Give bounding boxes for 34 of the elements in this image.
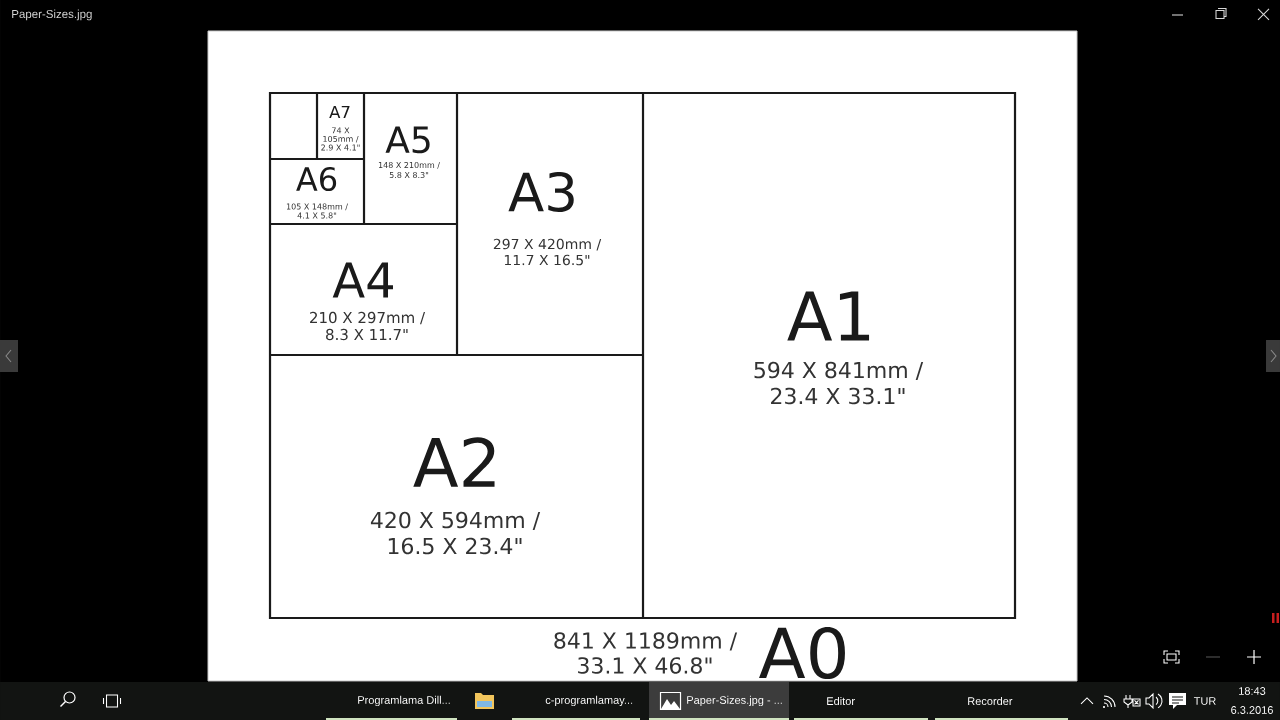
- paper-sheet: [268, 91, 1017, 680]
- paper-sheet: [643, 93, 1015, 618]
- paper-sheet: [457, 93, 644, 355]
- size-dimensions: 148 X 210mm / 5.8 X 8.3": [378, 161, 440, 178]
- size-dimensions: 105 X 148mm / 4.1 X 5.8": [286, 203, 348, 219]
- clock-time: 18:43: [1239, 687, 1266, 695]
- taskbar-label: Recorder: [968, 696, 1013, 706]
- size-name: A3: [508, 171, 574, 213]
- window-title: Paper-Sizes.jpg: [12, 9, 92, 21]
- size-name: A2: [413, 437, 495, 487]
- clock-date: 6.3.2016: [1231, 706, 1273, 714]
- language-label: TUR: [1193, 697, 1216, 705]
- taskbar-label: Programlama Dill...: [358, 695, 450, 707]
- size-dimensions: 297 X 420mm / 11.7 X 16.5": [493, 238, 602, 266]
- taskbar-label: Editor: [827, 696, 855, 706]
- size-name: A1: [787, 291, 870, 341]
- size-dimensions: 841 X 1189mm / 33.1 X 46.8": [554, 632, 738, 674]
- size-dimensions: 594 X 841mm / 23.4 X 33.1": [754, 361, 924, 405]
- paper-sheet: [270, 159, 364, 224]
- taskbar-button: Paper-Sizes.jpg - ...: [649, 682, 789, 718]
- paper-sheet: [317, 93, 364, 159]
- paper-sheet: [270, 224, 458, 355]
- taskbar-label: c-programlamay...: [545, 695, 633, 707]
- size-dimensions: 74 X 105mm / 2.9 X 4.1": [321, 127, 360, 151]
- paper-sheet: [364, 93, 458, 224]
- paper-sheet: [270, 355, 643, 618]
- size-name: A5: [385, 126, 430, 154]
- size-name: A6: [296, 166, 337, 192]
- size-dimensions: 420 X 594mm / 16.5 X 23.4": [370, 511, 541, 555]
- size-dimensions: 210 X 297mm / 8.3 X 11.7": [310, 311, 426, 341]
- size-name: A0: [759, 626, 845, 680]
- size-name: A7: [329, 106, 350, 118]
- size-name: A4: [332, 262, 393, 298]
- paper-sheet: [270, 93, 317, 159]
